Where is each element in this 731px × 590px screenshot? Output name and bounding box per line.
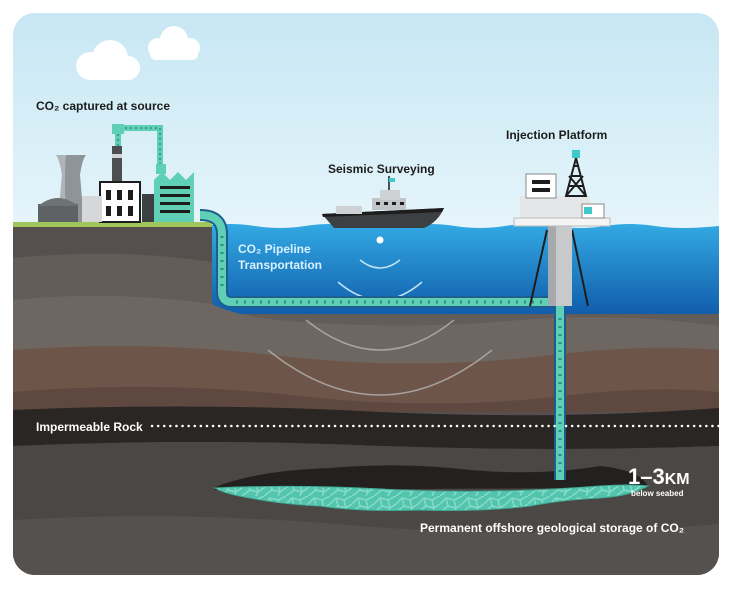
depth-unit: KM xyxy=(664,471,690,488)
co2-pipeline xyxy=(199,211,564,480)
impermeable-rock-label: Impermeable Rock xyxy=(36,420,143,434)
pipeline-chevrons xyxy=(220,236,562,478)
storage-reservoir xyxy=(213,484,650,511)
pipeline-label-line2: Transportation xyxy=(238,258,323,272)
survey-ship-icon xyxy=(322,176,444,228)
pipeline-label: CO₂ Pipeline Transportation xyxy=(238,241,322,273)
sonar-source xyxy=(376,236,384,244)
injection-platform-label: Injection Platform xyxy=(506,128,608,142)
impermeable-rock-layer xyxy=(13,406,719,449)
injection-platform-icon xyxy=(513,150,611,227)
pipeline-label-line1: CO₂ Pipeline xyxy=(238,242,311,256)
cloud-icon xyxy=(148,26,200,60)
power-plant-icon xyxy=(38,124,194,223)
depth-value: 1–3 xyxy=(628,464,665,489)
platform-legs xyxy=(529,229,589,307)
below-seabed-label: below seabed xyxy=(631,489,684,498)
storage-label: Permanent offshore geological storage of… xyxy=(420,521,685,535)
depth-label: 1–3KM xyxy=(628,464,690,490)
cloud-icon xyxy=(76,40,140,80)
co2-captured-label: CO₂ captured at source xyxy=(36,99,171,113)
seismic-surveying-label: Seismic Surveying xyxy=(328,162,435,176)
sea xyxy=(205,224,719,318)
grass xyxy=(13,222,212,227)
